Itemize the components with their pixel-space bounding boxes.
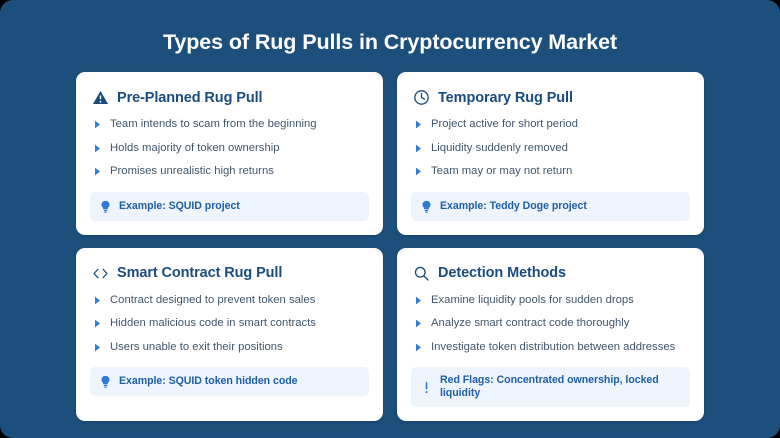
lightbulb-icon	[100, 375, 111, 388]
list-item-label: Team intends to scam from the beginning	[110, 118, 317, 130]
card-header: Detection Methods	[413, 265, 690, 282]
chevron-right-icon	[415, 167, 422, 176]
card-grid: Pre-Planned Rug Pull Team intends to sca…	[76, 72, 704, 421]
list-item: Hidden malicious code in smart contracts	[90, 314, 369, 338]
list-item: Holds majority of token ownership	[90, 139, 369, 163]
clock-icon	[413, 89, 430, 106]
list-item: Analyze smart contract code thoroughly	[411, 314, 690, 338]
bullet-list: Team intends to scam from the beginning …	[90, 115, 369, 186]
card-detection-methods: Detection Methods Examine liquidity pool…	[397, 247, 704, 421]
bullet-list: Contract designed to prevent token sales…	[90, 291, 369, 362]
chevron-right-icon	[415, 319, 422, 328]
chevron-right-icon	[415, 343, 422, 352]
code-brackets-icon	[92, 265, 109, 282]
list-item: Project active for short period	[411, 115, 690, 139]
example-note-label: Example: SQUID token hidden code	[119, 375, 298, 387]
page-title: Types of Rug Pulls in Cryptocurrency Mar…	[162, 30, 618, 54]
list-item: Team may or may not return	[411, 162, 690, 186]
chevron-right-icon	[94, 167, 101, 176]
list-item: Liquidity suddenly removed	[411, 139, 690, 163]
exclamation-icon	[421, 381, 432, 394]
example-note-label: Example: Teddy Doge project	[440, 199, 587, 212]
list-item-label: Holds majority of token ownership	[110, 141, 280, 154]
chevron-right-icon	[94, 319, 101, 328]
bullet-list: Examine liquidity pools for sudden drops…	[411, 291, 690, 362]
chevron-right-icon	[94, 343, 101, 352]
list-item: Examine liquidity pools for sudden drops	[411, 291, 690, 315]
list-item-label: Promises unrealistic high returns	[110, 165, 274, 177]
list-item: Promises unrealistic high returns	[90, 162, 369, 186]
list-item-label: Analyze smart contract code thoroughly	[431, 317, 630, 329]
list-item: Contract designed to prevent token sales	[90, 291, 369, 315]
chevron-right-icon	[415, 120, 422, 129]
list-item-label: Project active for short period	[431, 118, 578, 130]
list-item-label: Examine liquidity pools for sudden drops	[431, 293, 634, 306]
card-smart-contract-rug-pull: Smart Contract Rug Pull Contract designe…	[76, 247, 383, 421]
example-note: Example: SQUID token hidden code	[90, 367, 369, 396]
list-item-label: Contract designed to prevent token sales	[110, 293, 316, 306]
list-item: Team intends to scam from the beginning	[90, 115, 369, 139]
red-flags-note-label: Red Flags: Concentrated ownership, locke…	[440, 374, 659, 399]
card-header: Pre-Planned Rug Pull	[92, 89, 369, 106]
chevron-right-icon	[94, 144, 101, 153]
lightbulb-icon	[421, 200, 432, 213]
example-note: Example: SQUID project	[90, 191, 369, 221]
list-item-label: Team may or may not return	[431, 165, 573, 177]
magnifier-search-icon	[413, 265, 430, 282]
card-header: Temporary Rug Pull	[413, 89, 690, 106]
red-flags-note: Red Flags: Concentrated ownership, locke…	[411, 367, 690, 407]
lightbulb-icon	[100, 200, 111, 213]
bullet-list: Project active for short period Liquidit…	[411, 115, 690, 186]
chevron-right-icon	[94, 120, 101, 129]
card-title: Temporary Rug Pull	[438, 89, 573, 106]
list-item-label: Hidden malicious code in smart contracts	[110, 317, 316, 329]
list-item-label: Users unable to exit their positions	[110, 340, 283, 353]
card-temporary-rug-pull: Temporary Rug Pull Project active for sh…	[397, 72, 704, 235]
chevron-right-icon	[94, 296, 101, 305]
card-header: Smart Contract Rug Pull	[92, 265, 369, 282]
list-item-label: Liquidity suddenly removed	[431, 141, 568, 154]
card-title: Smart Contract Rug Pull	[117, 265, 283, 281]
list-item-label: Investigate token distribution between a…	[431, 340, 676, 353]
list-item: Investigate token distribution between a…	[411, 338, 690, 362]
card-pre-planned-rug-pull: Pre-Planned Rug Pull Team intends to sca…	[76, 72, 383, 235]
example-note: Example: Teddy Doge project	[411, 191, 690, 221]
card-title: Detection Methods	[438, 265, 567, 281]
chevron-right-icon	[415, 296, 422, 305]
example-note-label: Example: SQUID project	[119, 199, 240, 212]
list-item: Users unable to exit their positions	[90, 338, 369, 362]
warning-triangle-icon	[92, 89, 109, 106]
card-title: Pre-Planned Rug Pull	[117, 89, 263, 106]
chevron-right-icon	[415, 144, 422, 153]
